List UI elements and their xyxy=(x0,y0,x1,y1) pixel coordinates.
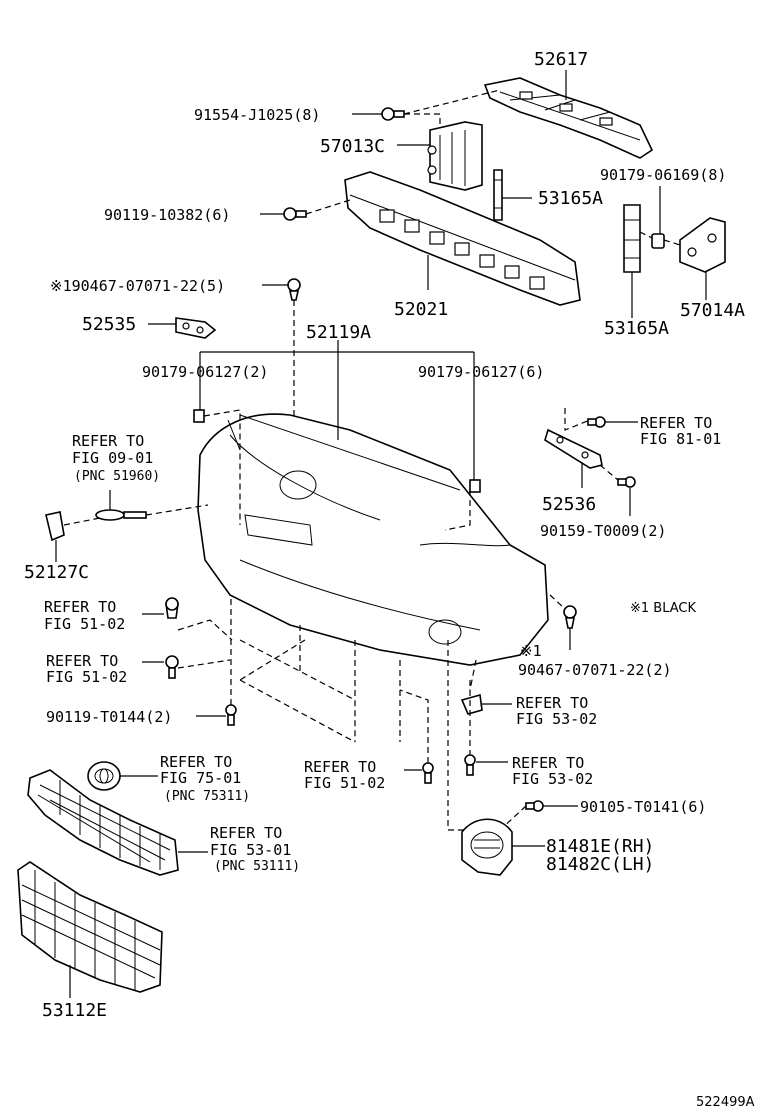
part-52119a-bumper-cover xyxy=(197,413,549,666)
label-refer-fig51b-line1: REFER TO xyxy=(46,652,118,670)
part-52127c-cover xyxy=(45,511,65,542)
label-refer-fig51c-line2: FIG 51-02 xyxy=(304,774,385,792)
label-90467-top: ※190467-07071-22(5) xyxy=(50,277,225,295)
label-refer-fig75-line1: REFER TO xyxy=(160,753,232,771)
part-clip-fig53-a xyxy=(460,693,483,715)
label-57013c: 57013C xyxy=(320,136,385,157)
part-52021-beam xyxy=(344,171,581,306)
part-53165a-bot-bracket xyxy=(623,204,641,273)
label-81481e: 81481E(RH) xyxy=(546,836,654,857)
part-81481e-fog-cover xyxy=(461,818,513,876)
label-refer-fig5301-line2: FIG 53-01 xyxy=(210,841,291,859)
label-refer-fig51a-line2: FIG 51-02 xyxy=(44,615,125,633)
part-emblem xyxy=(87,761,121,791)
label-57014a: 57014A xyxy=(680,300,745,321)
part-57013c-bracket xyxy=(427,121,483,191)
dash-91554 xyxy=(403,89,501,125)
dash-under-bumper xyxy=(239,625,401,743)
part-upper-grille xyxy=(27,769,179,876)
part-90179-06169-clip xyxy=(651,233,665,249)
part-53165a-top-bracket xyxy=(493,169,503,221)
label-52127c: 52127C xyxy=(24,562,89,583)
label-refer-fig53a-line2: FIG 53-02 xyxy=(516,710,597,728)
part-90105-screw xyxy=(525,800,544,812)
label-refer-fig51c-line1: REFER TO xyxy=(304,758,376,776)
part-90467-clip-top xyxy=(287,278,301,301)
part-90179-06127-clip-r xyxy=(469,479,481,493)
dash-lower-clips xyxy=(177,619,233,669)
label-91554: 91554-J1025(8) xyxy=(194,106,320,124)
part-bolt-fig51-b xyxy=(165,655,179,679)
label-refer-fig09-line2: FIG 09-01 xyxy=(72,449,153,467)
label-53165a-top: 53165A xyxy=(538,188,603,209)
label-refer-fig81-line2: FIG 81-01 xyxy=(640,430,721,448)
label-90467-mark: ※1 xyxy=(520,642,542,660)
part-57014a-bracket xyxy=(679,217,726,273)
label-52119a: 52119A xyxy=(306,322,371,343)
label-52021: 52021 xyxy=(394,299,448,320)
label-81482c: 81482C(LH) xyxy=(546,854,654,875)
label-refer-fig75-line3: (PNC 75311) xyxy=(164,789,250,804)
part-90119-t0144-bolt xyxy=(225,704,237,726)
label-refer-fig09-line1: REFER TO xyxy=(72,432,144,450)
label-refer-fig53a-line1: REFER TO xyxy=(516,694,588,712)
label-90159: 90159-T0009(2) xyxy=(540,522,666,540)
label-53165a-bot: 53165A xyxy=(604,318,669,339)
part-90159-screw xyxy=(617,476,636,488)
dash-fig51-c xyxy=(399,689,429,763)
label-refer-fig53b-line1: REFER TO xyxy=(512,754,584,772)
label-refer-fig51b-line2: FIG 51-02 xyxy=(46,668,127,686)
label-90467-bot: 90467-07071-22(2) xyxy=(518,661,672,679)
dash-clip-l xyxy=(203,409,241,525)
diagram-code: 522499A xyxy=(696,1095,755,1110)
part-53112e-lower-grille xyxy=(17,861,163,993)
label-90119-10382: 90119-10382(6) xyxy=(104,206,230,224)
label-90179-06127-r: 90179-06127(6) xyxy=(418,363,544,381)
label-90179-06127-l: 90179-06127(2) xyxy=(142,363,268,381)
label-refer-fig51a-line1: REFER TO xyxy=(44,598,116,616)
dash-clip-r xyxy=(444,490,471,531)
part-bolt-fig51-c xyxy=(422,762,434,784)
label-refer-fig53b-line2: FIG 53-02 xyxy=(512,770,593,788)
part-90179-06127-clip-l xyxy=(193,409,205,423)
label-refer-fig75-line2: FIG 75-01 xyxy=(160,769,241,787)
label-52535: 52535 xyxy=(82,314,136,335)
label-90179-06169: 90179-06169(8) xyxy=(600,166,726,184)
label-52536: 52536 xyxy=(542,494,596,515)
part-91554-bolt xyxy=(381,107,405,121)
dash-57014a xyxy=(639,231,681,246)
label-90119-t0144: 90119-T0144(2) xyxy=(46,708,172,726)
part-bolt-fig53-b xyxy=(464,754,476,776)
label-refer-fig5301-line3: (PNC 53111) xyxy=(214,859,300,874)
dash-fig53 xyxy=(469,659,477,755)
label-53112e: 53112E xyxy=(42,1000,107,1021)
part-clip-fig51-a xyxy=(165,597,179,619)
dash-90119-10382 xyxy=(305,199,351,215)
label-note-black: ※1 BLACK xyxy=(630,601,696,616)
part-90467-clip-bot xyxy=(563,605,577,629)
label-90105: 90105-T0141(6) xyxy=(580,798,706,816)
dash-towing-eye xyxy=(63,504,209,526)
label-refer-fig09-line3: (PNC 51960) xyxy=(74,469,160,484)
part-52536-screw-top xyxy=(587,416,606,428)
label-refer-fig81-line1: REFER TO xyxy=(640,414,712,432)
label-52617: 52617 xyxy=(534,49,588,70)
dash-90467-bot xyxy=(549,594,565,609)
part-52535-bracket xyxy=(175,317,217,339)
dash-52536-top xyxy=(564,408,591,431)
part-52617-rail xyxy=(483,77,654,159)
dash-90105 xyxy=(447,640,527,831)
part-towing-eye xyxy=(95,509,147,521)
part-52536-bracket xyxy=(544,428,603,469)
dash-90159 xyxy=(599,464,619,481)
part-90119-10382-bolt xyxy=(283,207,307,221)
label-refer-fig5301-line1: REFER TO xyxy=(210,824,282,842)
